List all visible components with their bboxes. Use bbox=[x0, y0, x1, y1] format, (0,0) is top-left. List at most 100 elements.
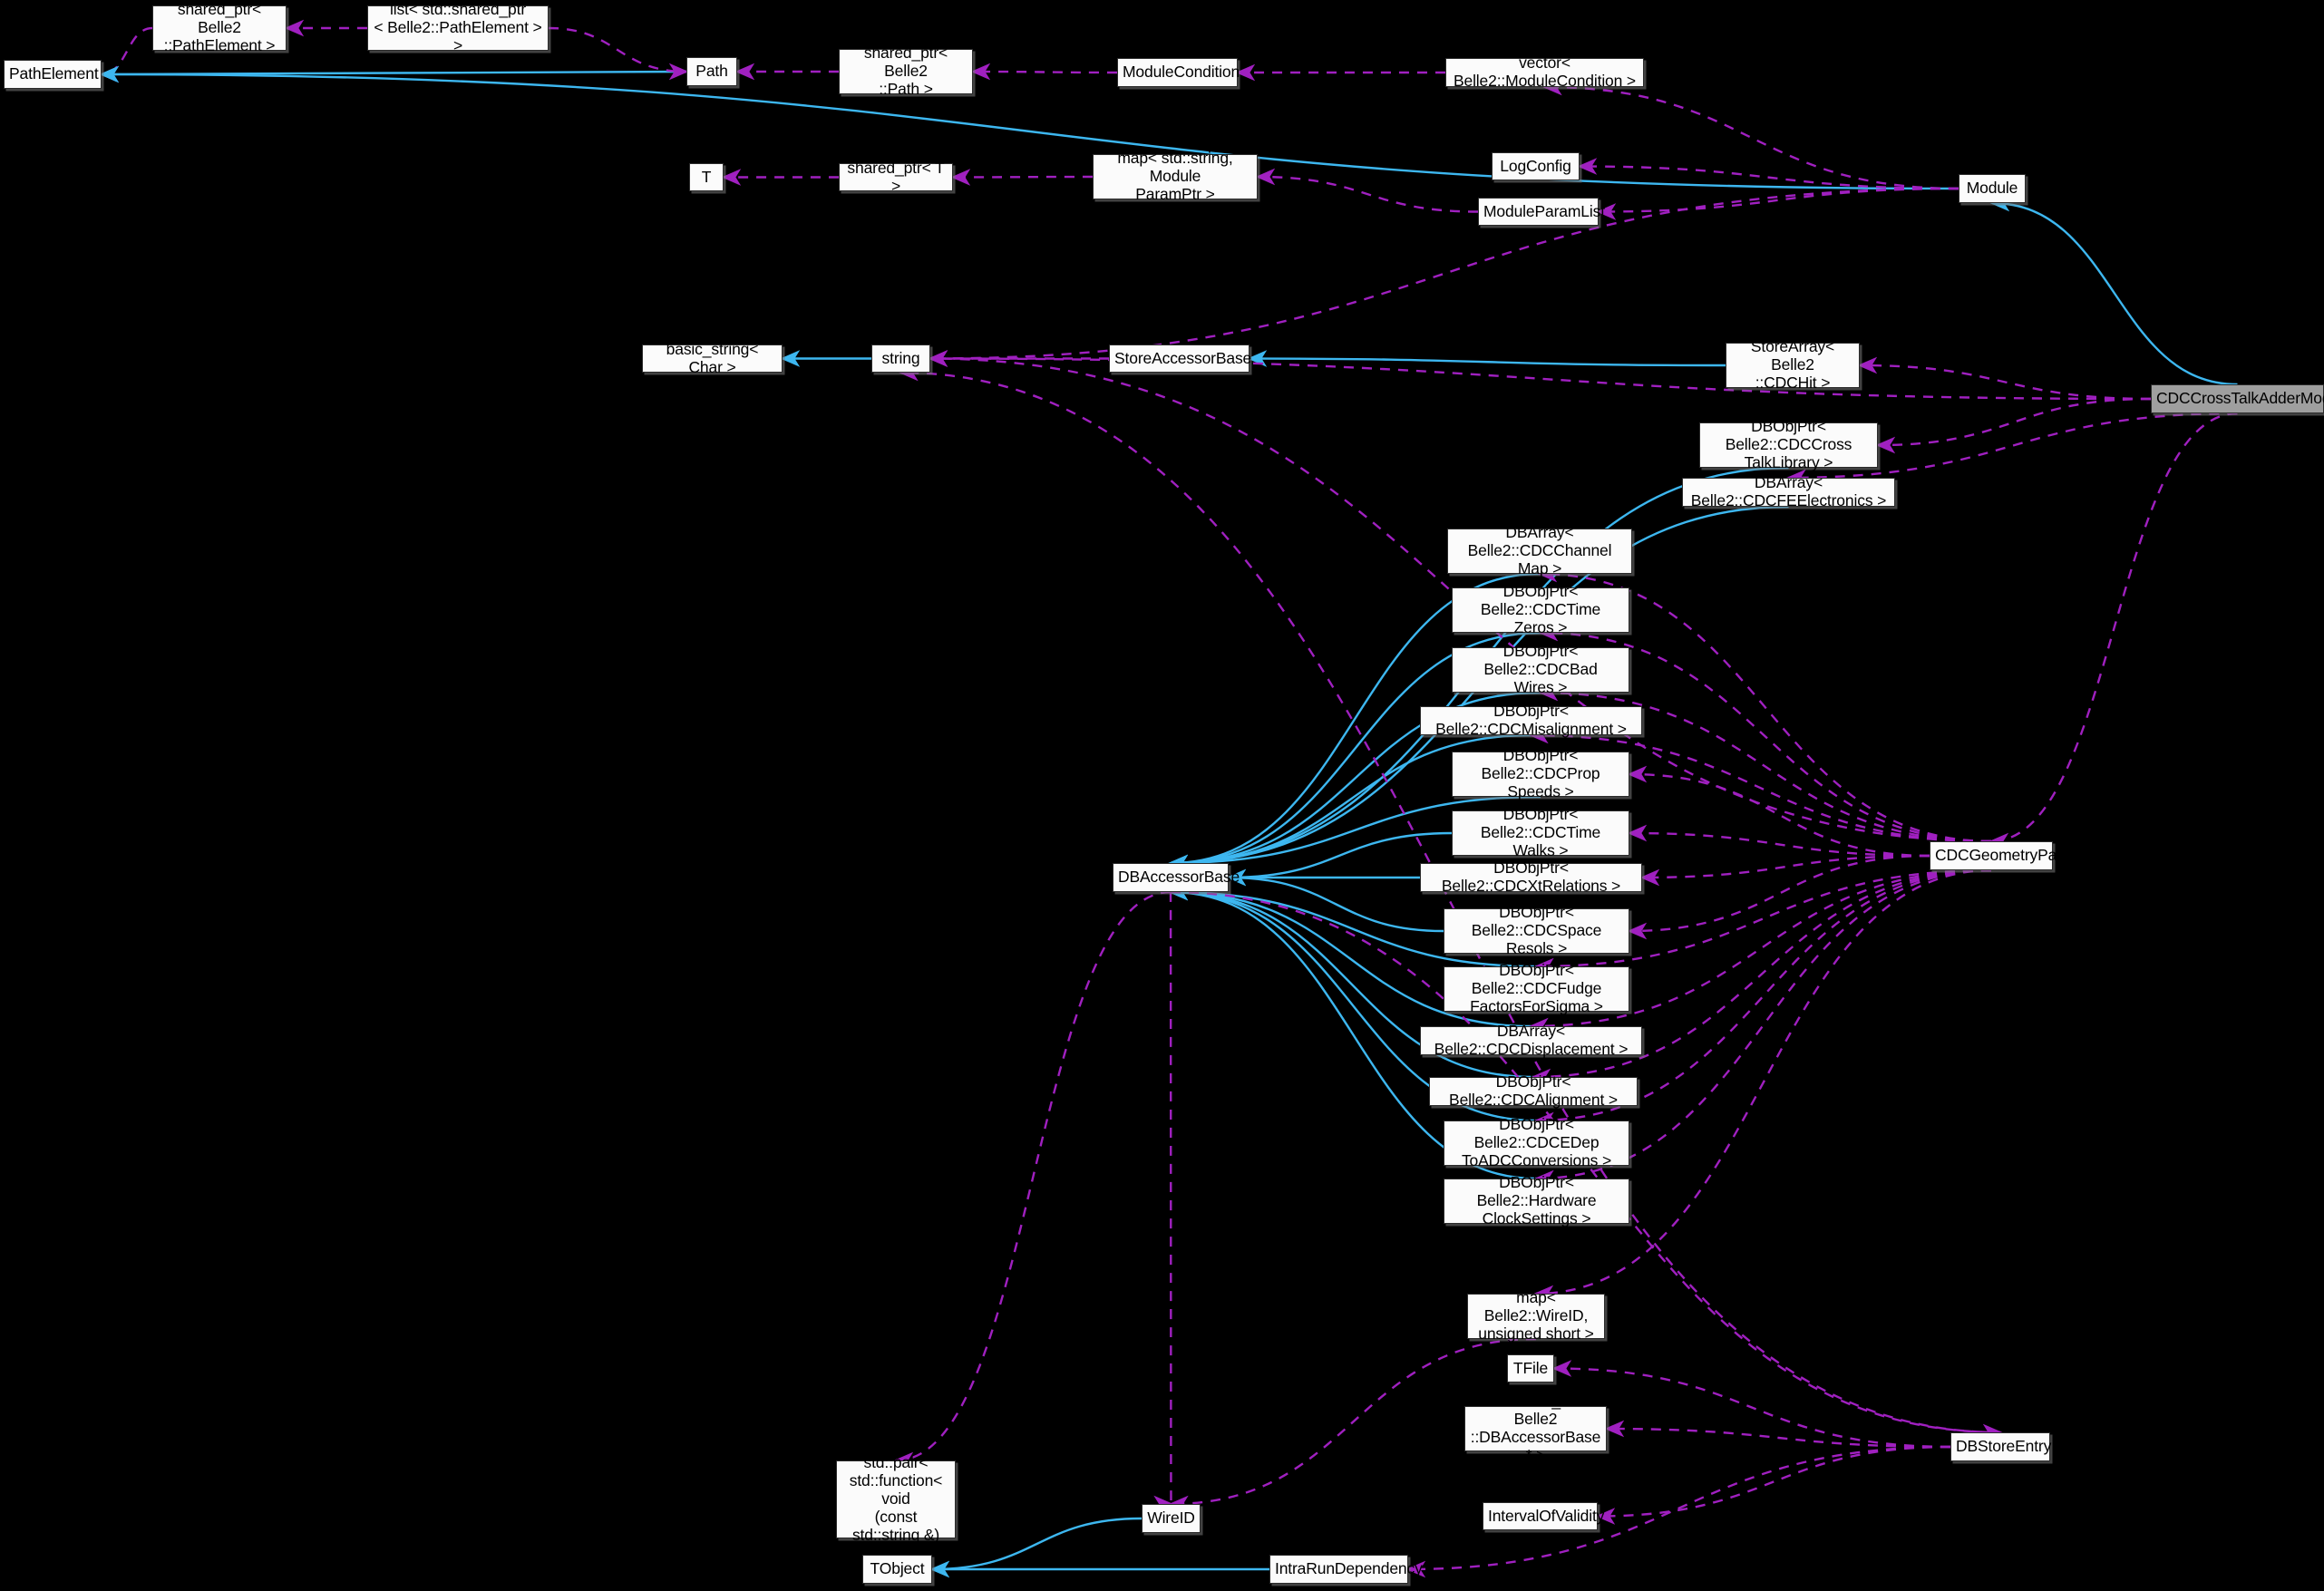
graph-node-list_sharedptr[interactable]: list< std::shared_ptr < Belle2::PathElem… bbox=[367, 0, 549, 54]
graph-node-vec_pair_func[interactable]: vector< std::pair< std::function< void (… bbox=[836, 1435, 956, 1562]
graph-node-dbobj_spaceresols[interactable]: DBObjPtr< Belle2::CDCSpace Resols > bbox=[1444, 903, 1629, 957]
graph-edge-inheritance-module-to-pathelement bbox=[99, 65, 1959, 190]
graph-edge-usage-cdcgeometrypar-to-dbobj_propspeeds bbox=[1627, 765, 1930, 858]
graph-node-dbobj_propspeeds[interactable]: DBObjPtr< Belle2::CDCProp Speeds > bbox=[1452, 746, 1629, 800]
graph-node-t[interactable]: T bbox=[689, 163, 724, 191]
graph-edge-inheritance-path-to-pathelement bbox=[99, 65, 687, 83]
graph-edge-usage-module-to-vec_modulecond bbox=[1542, 78, 1959, 190]
graph-node-label: DBObjPtr< Belle2::CDCSpace Resols > bbox=[1471, 903, 1602, 957]
graph-node-label: shared_ptr< Belle2 ::PathElement > bbox=[163, 0, 276, 54]
graph-edge-inheritance-cdccrosstalkadder-to-module bbox=[1989, 194, 2238, 386]
graph-node-path[interactable]: Path bbox=[686, 57, 737, 86]
graph-node-label: DBObjPtr< Belle2::Hardware ClockSettings… bbox=[1476, 1173, 1597, 1227]
graph-node-map_wireid[interactable]: map< Belle2::WireID, unsigned short > bbox=[1467, 1288, 1605, 1343]
graph-node-label: DBObjPtr< Belle2::CDCTime Zeros > bbox=[1480, 582, 1601, 636]
graph-node-string[interactable]: string bbox=[871, 344, 930, 373]
graph-node-label: DBObjPtr< Belle2::CDCFudge FactorsForSig… bbox=[1470, 961, 1603, 1015]
graph-node-dbobj_xtalklib[interactable]: DBObjPtr< Belle2::CDCCross TalkLibrary > bbox=[1699, 417, 1878, 471]
graph-edge-usage-cdcgeometrypar-to-dbobj_timewalks bbox=[1627, 824, 1930, 858]
graph-node-label: DBArray< Belle2::CDCFEElectronics > bbox=[1690, 473, 1887, 509]
graph-node-label: DBObjPtr< Belle2::CDCXtRelations > bbox=[1441, 859, 1621, 895]
graph-node-logconfig[interactable]: LogConfig bbox=[1492, 152, 1580, 180]
graph-node-label: DBObjPtr< Belle2::CDCCross TalkLibrary > bbox=[1725, 417, 1852, 471]
graph-node-dbarr_displacement[interactable]: DBArray< Belle2::CDCDisplacement > bbox=[1420, 1022, 1642, 1058]
graph-node-label: T bbox=[701, 167, 712, 186]
graph-edge-usage-module-to-string bbox=[928, 187, 1959, 367]
graph-node-label: IntervalOfValidity bbox=[1488, 1506, 1605, 1525]
graph-node-dbobj_fudgefactors[interactable]: DBObjPtr< Belle2::CDCFudge FactorsForSig… bbox=[1444, 961, 1629, 1015]
graph-node-dbobj_edep2adc[interactable]: DBObjPtr< Belle2::CDCEDep ToADCConversio… bbox=[1444, 1115, 1629, 1169]
graph-edge-usage-map_modparamptr-to-sharedptr_t bbox=[950, 169, 1094, 186]
graph-edge-usage-module-to-moduleparamlist bbox=[1596, 187, 1959, 220]
graph-edge-usage-dbstoreentry-to-tfile bbox=[1551, 1360, 1951, 1449]
graph-edge-inheritance-dbobj_timewalks-to-dbaccessorbase bbox=[1226, 831, 1453, 887]
graph-node-label: DBObjPtr< Belle2::CDCTime Walks > bbox=[1480, 805, 1601, 859]
graph-node-dbobj_xtrelations[interactable]: DBObjPtr< Belle2::CDCXtRelations > bbox=[1420, 859, 1642, 895]
graph-node-dbstoreentry[interactable]: DBStoreEntry bbox=[1950, 1432, 2052, 1461]
graph-node-wireid[interactable]: WireID bbox=[1142, 1504, 1201, 1533]
graph-node-label: TObject bbox=[870, 1559, 925, 1578]
graph-node-label: shared_ptr< T > bbox=[847, 158, 945, 195]
graph-edge-usage-dbaccessorbase-to-wireid bbox=[1157, 891, 1173, 1507]
graph-node-label: ModuleParamList bbox=[1483, 201, 1605, 220]
graph-node-label: TFile bbox=[1512, 1358, 1549, 1377]
graph-node-intrarundependency[interactable]: IntraRunDependency bbox=[1269, 1555, 1423, 1584]
graph-node-storeaccessorbase[interactable]: StoreAccessorBase bbox=[1109, 344, 1251, 373]
graph-node-sharedptr_path[interactable]: shared_ptr< Belle2 ::Path > bbox=[839, 44, 973, 98]
graph-node-dbobj_misalign[interactable]: DBObjPtr< Belle2::CDCMisalignment > bbox=[1420, 702, 1642, 738]
graph-node-dbobj_badwires[interactable]: DBObjPtr< Belle2::CDCBad Wires > bbox=[1452, 642, 1629, 696]
graph-edge-usage-cdccrosstalkadder-to-storearray_cdchit bbox=[1857, 356, 2152, 401]
graph-edge-usage-cdcgeometrypar-to-dbobj_spaceresols bbox=[1627, 854, 1930, 940]
graph-node-cdccrosstalkadder[interactable]: CDCCrossTalkAdderModule bbox=[2151, 384, 2324, 413]
graph-node-sharedptr_pathel[interactable]: shared_ptr< Belle2 ::PathElement > bbox=[152, 0, 287, 54]
graph-node-basic_string[interactable]: basic_string< Char > bbox=[642, 340, 783, 375]
graph-node-label: CDCGeometryPar bbox=[1935, 846, 2062, 865]
graph-node-label: LogConfig bbox=[1500, 156, 1571, 175]
graph-edge-usage-dbstoreentry-to-unordered_set_dbab bbox=[1604, 1420, 1951, 1449]
graph-edge-usage-dbstoreentry-to-intervalofvalidity bbox=[1595, 1445, 1951, 1525]
graph-node-label: PathElement bbox=[9, 64, 99, 83]
graph-node-dbobj_timewalks[interactable]: DBObjPtr< Belle2::CDCTime Walks > bbox=[1452, 805, 1629, 859]
graph-node-dbaccessorbase[interactable]: DBAccessorBase bbox=[1113, 863, 1240, 892]
graph-node-pathelement[interactable]: PathElement bbox=[4, 60, 102, 89]
graph-edge-usage-module-to-logconfig bbox=[1577, 158, 1959, 190]
graph-node-unordered_set_dbab[interactable]: unordered_set< Belle2 ::DBAccessorBase *… bbox=[1464, 1392, 1607, 1464]
graph-edge-inheritance-storearray_cdchit-to-storeaccessorbase bbox=[1247, 350, 1726, 367]
graph-node-label: DBStoreEntry bbox=[1956, 1437, 2052, 1456]
graph-edge-usage-list_sharedptr-to-path bbox=[548, 26, 689, 81]
graph-node-dbarr_feelec[interactable]: DBArray< Belle2::CDCFEElectronics > bbox=[1682, 473, 1895, 509]
graph-node-dbobj_timezeros[interactable]: DBObjPtr< Belle2::CDCTime Zeros > bbox=[1452, 582, 1629, 636]
graph-node-moduleparamlist[interactable]: ModuleParamList bbox=[1478, 198, 1605, 226]
graph-edge-usage-cdccrosstalkadder-to-dbobj_xtalklib bbox=[1875, 397, 2152, 454]
graph-node-label: DBObjPtr< Belle2::CDCMisalignment > bbox=[1435, 702, 1627, 738]
graph-node-modulecondition[interactable]: ModuleCondition bbox=[1117, 58, 1240, 87]
graph-edge-usage-dbaccessorbase-to-vec_pair_func bbox=[893, 890, 1172, 1470]
graph-node-dbobj_hwclock[interactable]: DBObjPtr< Belle2::Hardware ClockSettings… bbox=[1444, 1173, 1629, 1227]
graph-node-module[interactable]: Module bbox=[1959, 174, 2026, 203]
graph-node-intervalofvalidity[interactable]: IntervalOfValidity bbox=[1483, 1502, 1605, 1530]
graph-node-label: DBObjPtr< Belle2::CDCAlignment > bbox=[1449, 1072, 1618, 1109]
graph-node-map_modparamptr[interactable]: map< std::string, Module ParamPtr > bbox=[1093, 149, 1258, 203]
graph-node-tfile[interactable]: TFile bbox=[1507, 1354, 1554, 1382]
graph-edge-usage-moduleparamlist-to-map_modparamptr bbox=[1255, 168, 1479, 213]
graph-node-sharedptr_t[interactable]: shared_ptr< T > bbox=[839, 159, 953, 194]
graph-node-label: DBObjPtr< Belle2::CDCEDep ToADCConversio… bbox=[1461, 1115, 1612, 1169]
graph-node-label: DBObjPtr< Belle2::CDCBad Wires > bbox=[1483, 642, 1598, 696]
graph-node-label: DBArray< Belle2::CDCDisplacement > bbox=[1434, 1022, 1629, 1058]
graph-node-label: map< std::string, Module ParamPtr > bbox=[1117, 149, 1233, 203]
graph-node-dbobj_alignment[interactable]: DBObjPtr< Belle2::CDCAlignment > bbox=[1429, 1072, 1638, 1109]
graph-node-vec_modulecond[interactable]: vector< Belle2::ModuleCondition > bbox=[1445, 53, 1644, 90]
graph-node-label: shared_ptr< Belle2 ::Path > bbox=[863, 44, 948, 98]
graph-node-label: Path bbox=[695, 62, 728, 81]
graph-node-storearray_cdchit[interactable]: StoreArray< Belle2 ::CDCHit > bbox=[1726, 337, 1860, 392]
graph-node-tobject[interactable]: TObject bbox=[862, 1555, 932, 1584]
graph-node-label: WireID bbox=[1147, 1509, 1195, 1528]
graph-node-cdcgeometrypar[interactable]: CDCGeometryPar bbox=[1930, 841, 2062, 870]
graph-node-label: basic_string< Char > bbox=[666, 339, 759, 376]
graph-edge-usage-sharedptr_pathel-to-pathelement bbox=[99, 26, 153, 83]
graph-node-dbarr_chanmap[interactable]: DBArray< Belle2::CDCChannel Map > bbox=[1447, 523, 1632, 577]
graph-node-label: string bbox=[881, 348, 920, 367]
graph-edge-usage-cdccrosstalkadder-to-cdcgeometrypar bbox=[1989, 412, 2238, 850]
